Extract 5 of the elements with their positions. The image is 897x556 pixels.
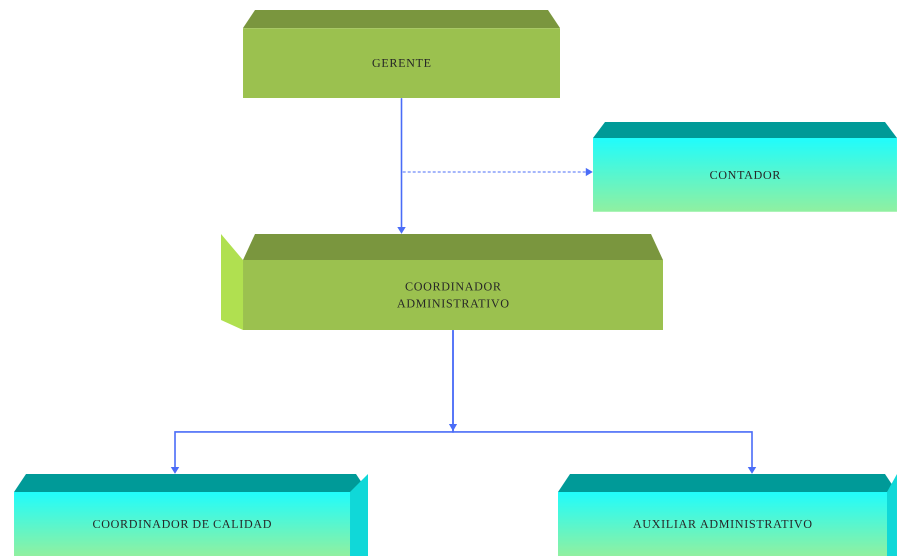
org-box: COORDINADOR DE CALIDAD	[14, 474, 368, 556]
org-box: AUXILIAR ADMINISTRATIVO	[558, 474, 897, 556]
org-box: GERENTE	[243, 10, 560, 98]
org-box: CONTADOR	[593, 122, 897, 212]
org-box: COORDINADOR ADMINISTRATIVO	[221, 234, 663, 330]
